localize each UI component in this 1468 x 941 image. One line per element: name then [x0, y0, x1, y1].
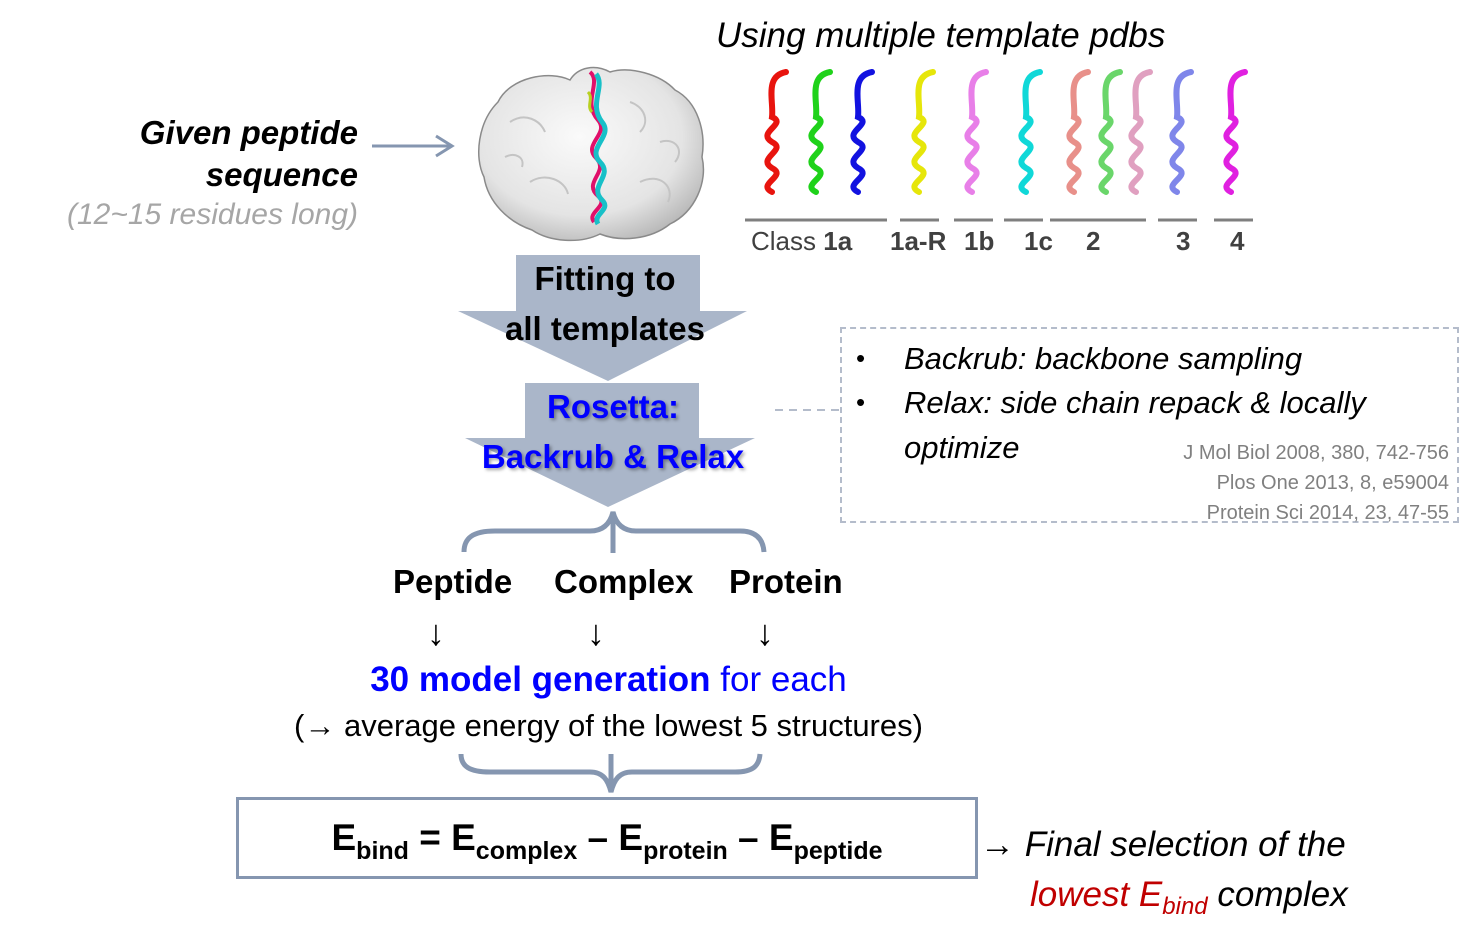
class-3: 3	[1176, 226, 1191, 256]
down-arrow-icon: ↓	[587, 612, 605, 653]
class-label-2: 2	[1086, 226, 1100, 257]
average-note: (→ average energy of the lowest 5 struct…	[294, 708, 923, 743]
template-helix-1b-1	[964, 69, 989, 195]
class-underlines	[745, 218, 1253, 222]
down-arrow-icon: ↓	[427, 612, 445, 653]
final-line1: Final selection of the	[1015, 825, 1346, 864]
fitting-step: Fitting to all templates	[455, 254, 755, 354]
template-helix-1c-1	[1018, 69, 1043, 195]
reference-1: J Mol Biol 2008, 380, 742-756	[1183, 442, 1449, 464]
notes-connector	[775, 409, 841, 411]
class-1a: 1a	[823, 226, 853, 256]
rosetta-step-line2: Backrub & Relax	[481, 438, 745, 475]
flow-arrows	[458, 255, 755, 507]
templates-title: Using multiple template pdbs	[716, 16, 1166, 55]
template-helix-4-1	[1223, 69, 1248, 195]
template-helices	[764, 69, 1248, 195]
residues-note: (12~15 residues long)	[66, 198, 358, 231]
class-label-1a: Class 1a	[751, 226, 852, 257]
template-helix-2-3	[1128, 69, 1153, 195]
template-helix-1a-R-1	[911, 69, 936, 195]
branch-complex: Complex	[554, 563, 694, 600]
final-lowest: lowest E	[1030, 875, 1163, 914]
bound-peptide-helix-icon	[586, 70, 608, 226]
reference-2: Plos One 2013, 8, e59004	[1216, 472, 1449, 494]
e-symbol: E	[768, 817, 794, 858]
input-title-line1: Given peptide	[139, 114, 358, 151]
class-1a-r: 1a-R	[890, 226, 947, 256]
e-symbol: E	[618, 817, 644, 858]
class-2: 2	[1086, 226, 1101, 256]
input-title-line2: sequence	[205, 156, 358, 193]
equals-sign: =	[408, 817, 452, 858]
e-symbol: E	[331, 817, 357, 858]
down-arrow-icon: ↓	[756, 612, 774, 653]
split-brace-icon	[461, 511, 767, 553]
binding-energy-equation: Ebind = Ecomplex – Eprotein – Epeptide	[236, 797, 978, 879]
rosetta-step-line1: Rosetta:	[546, 388, 680, 425]
e-symbol: E	[451, 817, 476, 858]
protein-surface-icon	[478, 66, 705, 242]
merge-brace-icon	[458, 753, 763, 793]
e-protein-subscript: protein	[643, 837, 728, 865]
class-1c: 1c	[1024, 226, 1053, 256]
minus-sign: –	[577, 817, 619, 858]
minus-sign: –	[727, 817, 769, 858]
fitting-step-line2: all templates	[505, 310, 705, 347]
input-arrow-icon	[372, 134, 455, 158]
final-selection: → Final selection of the lowest Ebind co…	[980, 820, 1348, 932]
final-complex: complex	[1207, 875, 1348, 914]
note-backrub: Backrub: backbone sampling	[904, 341, 1303, 376]
class-label-3: 3	[1176, 226, 1190, 257]
model-generation-rest: for each	[710, 660, 847, 699]
e-complex-subscript: complex	[475, 837, 578, 865]
model-generation-bold: 30 model generation	[370, 660, 711, 699]
template-helix-3-1	[1169, 69, 1194, 195]
note-relax: Relax: side chain repack & locally	[904, 385, 1366, 420]
right-arrow-icon: →	[980, 825, 1015, 864]
class-label-1b: 1b	[964, 226, 994, 257]
rosetta-arrow-shape	[465, 383, 755, 507]
class-label-4: 4	[1230, 226, 1244, 257]
class-1b: 1b	[964, 226, 995, 256]
template-helix-1a-3	[850, 69, 875, 195]
reference-3: Protein Sci 2014, 23, 47-55	[1206, 502, 1449, 524]
branch-peptide: Peptide	[393, 563, 513, 600]
rosetta-notes-box: • Backrub: backbone sampling • Relax: si…	[840, 327, 1459, 524]
final-bind-subscript: bind	[1162, 893, 1208, 920]
class-label-1c: 1c	[1024, 226, 1053, 257]
template-helix-1a-2	[808, 69, 833, 195]
bullet-icon: •	[856, 387, 866, 417]
rosetta-step: Rosetta: Backrub & Relax	[463, 382, 763, 482]
model-generation: 30 model generation for each	[0, 660, 1217, 700]
e-peptide-subscript: peptide	[793, 837, 883, 865]
branch-protein: Protein	[729, 563, 843, 600]
template-helix-2-1	[1066, 69, 1091, 195]
e-bind-subscript: bind	[356, 837, 409, 865]
fitting-step-line1: Fitting to	[534, 260, 676, 297]
bullet-icon: •	[856, 343, 866, 373]
template-helix-2-2	[1098, 69, 1123, 195]
class-prefix: Class	[751, 226, 817, 256]
note-relax-cont: optimize	[904, 430, 1020, 465]
class-4: 4	[1230, 226, 1245, 256]
fitting-arrow-shape	[458, 255, 747, 381]
input-title: Given peptide sequence	[140, 112, 358, 196]
class-label-1a-r: 1a-R	[890, 226, 946, 257]
template-helix-1a-1	[764, 69, 789, 195]
